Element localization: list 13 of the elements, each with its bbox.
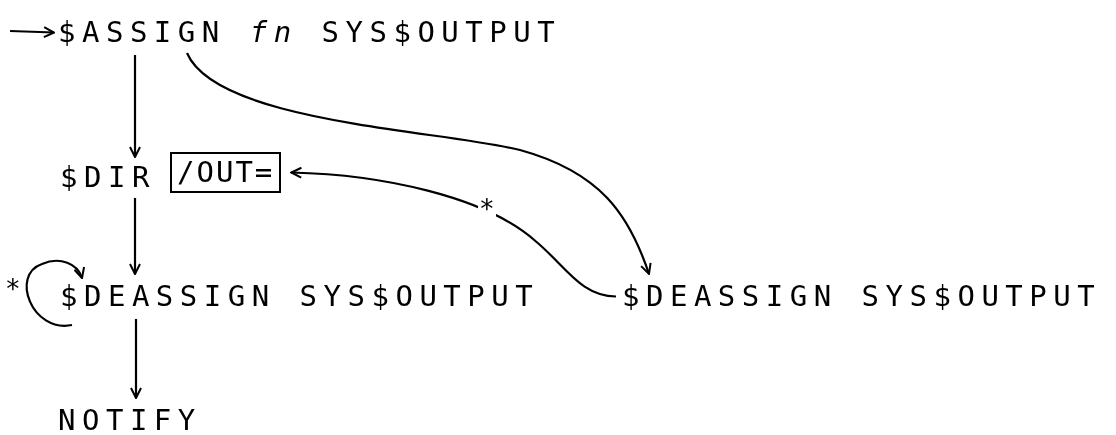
option-box: /OUT= (170, 152, 282, 193)
command-text: $ASSIGN fn SYS$OUTPUT (58, 18, 562, 47)
arrow (25, 259, 85, 327)
arrow (129, 55, 141, 158)
command-text: NOTIFY (58, 406, 202, 435)
arrow (130, 319, 142, 399)
arrow (290, 166, 617, 298)
arrow (186, 52, 652, 275)
command-text: $DEASSIGN SYS$OUTPUT (60, 282, 540, 311)
arrow (129, 198, 141, 275)
command-text: $DEASSIGN SYS$OUTPUT (622, 282, 1102, 311)
arrow (9, 26, 55, 39)
command-text: $DIR (60, 163, 156, 192)
